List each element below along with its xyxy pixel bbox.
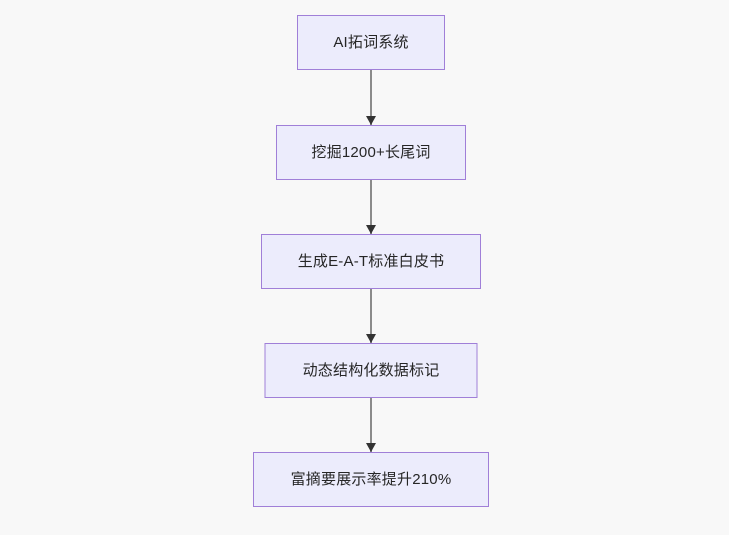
edge-line (370, 289, 372, 343)
edge-node2-to-node3 (364, 180, 378, 234)
edge-node4-to-node5 (364, 398, 378, 452)
arrow-head-down-icon (366, 116, 376, 125)
flow-node-rich-snippet-impression-uplift[interactable]: 富摘要展示率提升210% (253, 452, 489, 507)
flow-node-mine-longtail-keywords[interactable]: 挖掘1200+长尾词 (276, 125, 466, 180)
flow-node-label: 动态结构化数据标记 (302, 362, 440, 379)
edge-node3-to-node4 (364, 289, 378, 343)
edge-line (370, 70, 372, 125)
arrow-head-down-icon (366, 443, 376, 452)
flow-node-label: 富摘要展示率提升210% (290, 471, 452, 488)
flow-node-generate-eat-whitepaper[interactable]: 生成E-A-T标准白皮书 (261, 234, 481, 289)
flow-node-label: 生成E-A-T标准白皮书 (297, 253, 445, 270)
flow-node-dynamic-structured-data-markup[interactable]: 动态结构化数据标记 (264, 343, 478, 398)
flow-node-ai-keyword-expansion-system[interactable]: AI拓词系统 (297, 15, 445, 70)
flow-node-label: 挖掘1200+长尾词 (311, 144, 431, 161)
arrow-head-down-icon (366, 334, 376, 343)
flow-node-label: AI拓词系统 (333, 34, 409, 51)
arrow-head-down-icon (366, 225, 376, 234)
edge-line (370, 398, 372, 452)
edge-line (370, 180, 372, 234)
edge-node1-to-node2 (364, 70, 378, 125)
